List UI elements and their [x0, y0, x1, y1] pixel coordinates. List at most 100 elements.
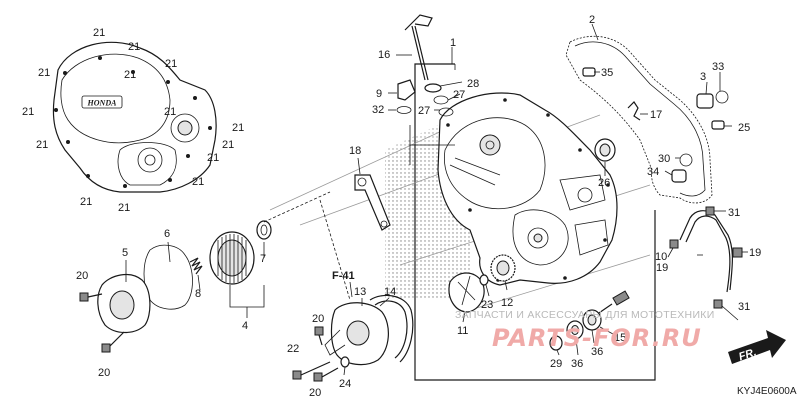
label-4: 4: [242, 320, 248, 332]
label-2: 2: [589, 14, 595, 26]
oil-seal-26: [594, 138, 616, 162]
dowel-pin-35: [582, 67, 596, 77]
label-21-l: 21: [192, 176, 204, 188]
reference-f41: F-41: [332, 270, 355, 282]
spring-8: [189, 257, 203, 275]
assembly-frame: [414, 63, 656, 381]
front-direction-arrow: FR.: [728, 330, 786, 364]
label-21-f: 21: [22, 106, 34, 118]
diagram-code: KYJ4E0600A: [737, 386, 797, 397]
label-29: 29: [550, 358, 562, 370]
bolt-22: [292, 361, 331, 380]
bolt-20-lower: [101, 331, 125, 353]
clamp-31-upper: [705, 206, 715, 216]
label-16: 16: [378, 49, 390, 61]
water-pump-13: [324, 302, 389, 366]
label-21-g: 21: [164, 106, 176, 118]
washer-23: [479, 274, 489, 286]
seal-36-left: [566, 320, 584, 340]
label-21-m: 21: [80, 196, 92, 208]
gear-12: [490, 254, 516, 282]
label-10: 10: [655, 251, 667, 263]
label-21-c: 21: [38, 67, 50, 79]
watermark: ЗАПЧАСТИ И АКСЕССУАРЫ ДЛЯ МОТОТЕХНИКИ PA…: [455, 309, 715, 352]
oring-30: [679, 153, 693, 167]
label-11: 11: [457, 325, 468, 337]
label-1: 1: [450, 37, 456, 49]
watermark-text: ЗАПЧАСТИ И АКСЕССУАРЫ ДЛЯ МОТОТЕХНИКИ: [455, 309, 715, 321]
label-27-b: 27: [418, 105, 430, 117]
oil-filter-4: [209, 231, 255, 285]
collar-34: [671, 169, 687, 183]
label-23: 23: [481, 299, 493, 311]
label-28: 28: [467, 78, 479, 90]
oring-29: [549, 335, 563, 351]
filter-cover-5: [97, 273, 151, 334]
label-13: 13: [354, 286, 366, 298]
part-labels: 21 21 21 21 21 21 21 21 21 21 21 21 21 2…: [22, 14, 761, 399]
pin-16: [404, 14, 433, 81]
label-31-a: 31: [728, 207, 740, 219]
oring-27-upper: [433, 95, 449, 105]
label-34: 34: [647, 166, 659, 178]
clamp-31-lower: [713, 299, 723, 309]
label-21-b: 21: [128, 41, 140, 53]
right-crankcase-cover: [437, 92, 618, 286]
label-20-a: 20: [76, 270, 88, 282]
label-3: 3: [700, 71, 706, 83]
label-21-h: 21: [232, 122, 244, 134]
label-15: 15: [614, 332, 626, 344]
label-21-j: 21: [222, 139, 234, 151]
label-18: 18: [349, 145, 361, 157]
label-26: 26: [598, 177, 610, 189]
label-36-b: 36: [571, 358, 583, 370]
label-21-a: 21: [93, 27, 105, 39]
label-21-i: 21: [36, 139, 48, 151]
collar-3: [696, 93, 714, 109]
label-22: 22: [287, 343, 299, 355]
impeller-11: [448, 272, 485, 313]
oring-7: [256, 220, 272, 240]
label-27-a: 27: [453, 89, 465, 101]
label-7: 7: [260, 253, 266, 265]
clip-17: [627, 101, 641, 121]
label-21-k: 21: [207, 152, 219, 164]
label-9: 9: [376, 88, 382, 100]
label-33: 33: [712, 61, 724, 73]
label-5: 5: [122, 247, 128, 259]
oring-27-lower: [438, 107, 454, 117]
label-8: 8: [195, 288, 201, 300]
bolt-20-upper: [79, 292, 103, 302]
oring-33: [715, 90, 729, 104]
bolt-19-right: [732, 247, 743, 258]
label-21-n: 21: [118, 202, 130, 214]
front-indicator-label: FR.: [737, 346, 758, 363]
bolt-20-bottom: [313, 367, 339, 382]
label-35: 35: [601, 67, 613, 79]
label-30: 30: [658, 153, 670, 165]
label-6: 6: [164, 228, 170, 240]
label-20-b: 20: [312, 313, 324, 325]
filter-cover-gasket-6: [143, 244, 193, 310]
oring-32: [396, 106, 412, 114]
gasket: [565, 35, 713, 204]
label-12: 12: [501, 297, 513, 309]
label-20-d: 20: [309, 387, 321, 399]
label-25: 25: [738, 122, 750, 134]
bracket-18: [354, 174, 391, 231]
watermark-brand: PARTS-FOR.RU: [492, 324, 702, 352]
label-32: 32: [372, 104, 384, 116]
label-21-d: 21: [124, 69, 136, 81]
bolt-19-left: [669, 239, 679, 249]
bolt-20-pump: [314, 326, 324, 346]
label-24: 24: [339, 378, 351, 390]
hose-14: [369, 294, 414, 363]
filler-cap-9: [397, 79, 416, 101]
label-17: 17: [650, 109, 662, 121]
dowel-pin-25: [711, 120, 725, 130]
label-19-a: 19: [749, 247, 761, 259]
water-pipe-10: [679, 210, 733, 293]
oring-28: [424, 83, 442, 93]
